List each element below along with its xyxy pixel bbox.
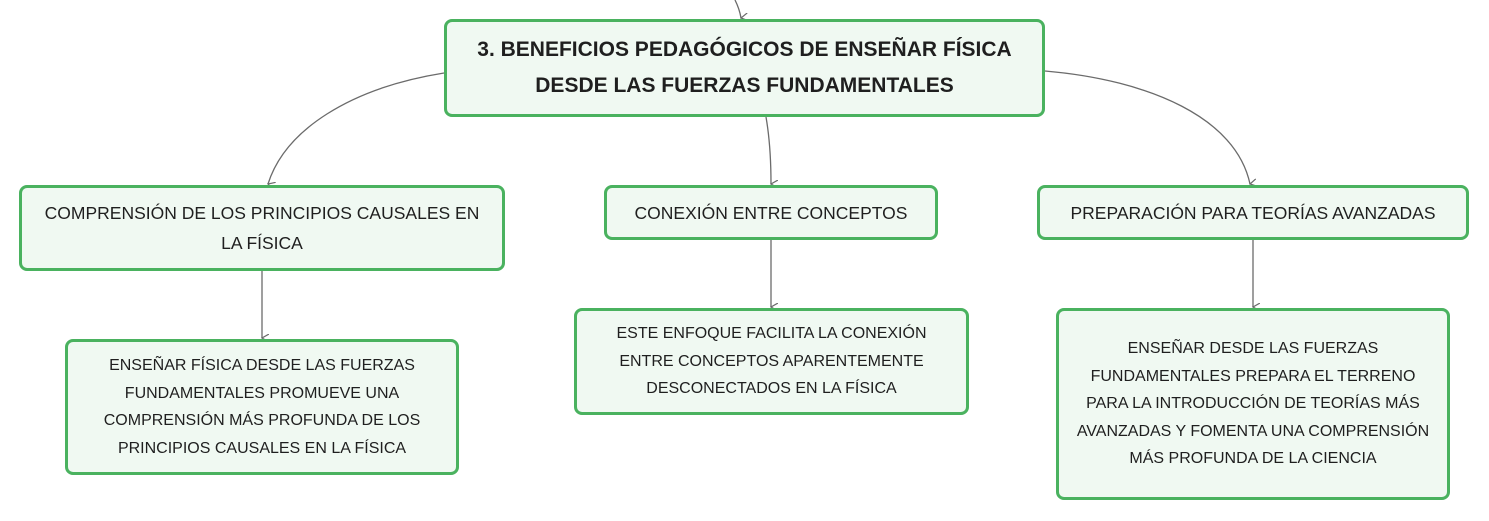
detail-text: ENSEÑAR DESDE LAS FUERZAS FUNDAMENTALES … bbox=[1076, 340, 1430, 468]
branch-node-advanced-theories[interactable]: PREPARACIÓN PARA TEORÍAS AVANZADAS bbox=[1037, 185, 1469, 240]
detail-text: ESTE ENFOQUE FACILITA LA CONEXIÓN ENTRE … bbox=[616, 325, 927, 398]
branch-node-causal-principles[interactable]: COMPRENSIÓN DE LOS PRINCIPIOS CAUSALES E… bbox=[19, 185, 505, 271]
root-topic-node[interactable]: 3. BENEFICIOS PEDAGÓGICOS DE ENSEÑAR FÍS… bbox=[444, 19, 1045, 117]
branch-label: PREPARACIÓN PARA TEORÍAS AVANZADAS bbox=[1070, 202, 1436, 223]
connector-root-to-branch-1 bbox=[268, 72, 445, 184]
connector-root-to-branch-2 bbox=[765, 116, 771, 184]
detail-node-causal-principles[interactable]: ENSEÑAR FÍSICA DESDE LAS FUERZAS FUNDAME… bbox=[65, 339, 459, 475]
branch-node-concept-connection[interactable]: CONEXIÓN ENTRE CONCEPTOS bbox=[604, 185, 938, 240]
detail-node-concept-connection[interactable]: ESTE ENFOQUE FACILITA LA CONEXIÓN ENTRE … bbox=[574, 308, 969, 415]
root-topic-label: 3. BENEFICIOS PEDAGÓGICOS DE ENSEÑAR FÍS… bbox=[477, 38, 1012, 97]
branch-label: COMPRENSIÓN DE LOS PRINCIPIOS CAUSALES E… bbox=[44, 203, 480, 253]
detail-text: ENSEÑAR FÍSICA DESDE LAS FUERZAS FUNDAME… bbox=[103, 357, 421, 457]
parent-connector bbox=[734, 0, 741, 18]
detail-node-advanced-theories[interactable]: ENSEÑAR DESDE LAS FUERZAS FUNDAMENTALES … bbox=[1056, 308, 1450, 500]
branch-label: CONEXIÓN ENTRE CONCEPTOS bbox=[634, 202, 908, 223]
connector-root-to-branch-3 bbox=[1044, 70, 1250, 184]
